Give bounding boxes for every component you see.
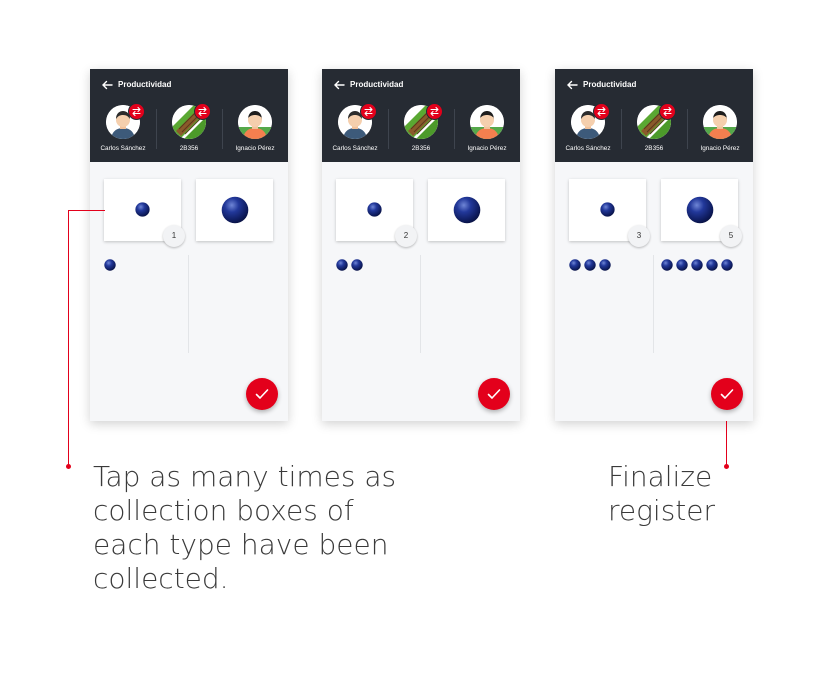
small-box-tally [569, 259, 614, 271]
arrow-left-icon[interactable] [333, 80, 345, 90]
checkmark-icon [720, 389, 734, 399]
member-name: Ignacio Pérez [235, 145, 275, 152]
checkmark-icon [487, 389, 501, 399]
blueberry-icon [221, 196, 249, 224]
app-screen-2: Productividad Carlos Sánchez 2B356 Ignac… [322, 69, 520, 421]
blueberry-icon [569, 259, 581, 271]
small-box-counter: 2 [395, 225, 417, 247]
app-screen-3: Productividad Carlos Sánchez 2B356 Ignac… [555, 69, 753, 421]
blueberry-icon [676, 259, 688, 271]
column-divider [420, 255, 421, 353]
separator [687, 109, 688, 149]
finalize-caption: Finalize register [608, 460, 716, 527]
member-name: Ignacio Pérez [467, 145, 507, 152]
member-name: 2B356 [644, 145, 664, 152]
large-box-counter: 5 [720, 225, 742, 247]
swap-icon[interactable] [194, 103, 211, 120]
member-field-plot[interactable]: 2B356 [621, 103, 687, 161]
member-worker-1[interactable]: Carlos Sánchez [90, 103, 156, 161]
member-worker-1[interactable]: Carlos Sánchez [322, 103, 388, 161]
callout-line [726, 421, 727, 466]
worker-avatar-icon [703, 105, 737, 139]
screen-title: Productividad [350, 80, 404, 89]
separator [222, 109, 223, 149]
callout-line [68, 210, 105, 211]
callout-line [68, 210, 69, 466]
member-name: Carlos Sánchez [332, 145, 378, 152]
checkmark-icon [255, 389, 269, 399]
member-name: 2B356 [411, 145, 431, 152]
member-field-plot[interactable]: 2B356 [388, 103, 454, 161]
blueberry-icon [600, 202, 615, 217]
finalize-button[interactable] [246, 378, 278, 410]
tap-instruction-caption: Tap as many times as collection boxes of… [93, 460, 397, 595]
separator [621, 109, 622, 149]
separator [156, 109, 157, 149]
blueberry-icon [599, 259, 611, 271]
screen-title: Productividad [118, 80, 172, 89]
large-box-tile[interactable] [196, 179, 273, 241]
small-box-counter: 1 [163, 225, 185, 247]
blueberry-icon [104, 259, 116, 271]
app-header: Productividad Carlos Sánchez 2B356 Ignac… [555, 69, 753, 162]
finalize-button[interactable] [478, 378, 510, 410]
blueberry-icon [686, 196, 714, 224]
member-name: Carlos Sánchez [565, 145, 611, 152]
member-worker-2[interactable]: Ignacio Pérez [222, 105, 288, 161]
worker-avatar-icon [238, 105, 272, 139]
separator [454, 109, 455, 149]
separator [388, 109, 389, 149]
worker-avatar-icon [470, 105, 504, 139]
small-box-counter: 3 [628, 225, 650, 247]
column-divider [188, 255, 189, 353]
screen-title: Productividad [583, 80, 637, 89]
blueberry-icon [706, 259, 718, 271]
blueberry-icon [453, 196, 481, 224]
swap-icon[interactable] [360, 103, 377, 120]
blueberry-icon [691, 259, 703, 271]
blueberry-icon [135, 202, 150, 217]
swap-icon[interactable] [426, 103, 443, 120]
swap-icon[interactable] [128, 103, 145, 120]
member-name: 2B356 [179, 145, 199, 152]
member-field-plot[interactable]: 2B356 [156, 103, 222, 161]
callout-dot [66, 464, 71, 469]
blueberry-icon [721, 259, 733, 271]
blueberry-icon [351, 259, 363, 271]
blueberry-icon [367, 202, 382, 217]
member-name: Ignacio Pérez [700, 145, 740, 152]
swap-icon[interactable] [593, 103, 610, 120]
member-name: Carlos Sánchez [100, 145, 146, 152]
blueberry-icon [661, 259, 673, 271]
member-worker-2[interactable]: Ignacio Pérez [454, 105, 520, 161]
callout-dot [724, 464, 729, 469]
member-worker-2[interactable]: Ignacio Pérez [687, 105, 753, 161]
app-header: Productividad Carlos Sánchez 2B356 Ignac… [322, 69, 520, 162]
arrow-left-icon[interactable] [101, 80, 113, 90]
swap-icon[interactable] [659, 103, 676, 120]
column-divider [653, 255, 654, 353]
finalize-button[interactable] [711, 378, 743, 410]
app-header: Productividad Carlos Sánchez 2B356 Ignac… [90, 69, 288, 162]
blueberry-icon [584, 259, 596, 271]
large-box-tile[interactable] [428, 179, 505, 241]
blueberry-icon [336, 259, 348, 271]
large-box-tally [661, 259, 736, 271]
small-box-tally [336, 259, 366, 271]
app-screen-1: Productividad Carlos Sánchez 2B356 Ignac… [90, 69, 288, 421]
member-worker-1[interactable]: Carlos Sánchez [555, 103, 621, 161]
arrow-left-icon[interactable] [566, 80, 578, 90]
small-box-tally [104, 259, 119, 271]
